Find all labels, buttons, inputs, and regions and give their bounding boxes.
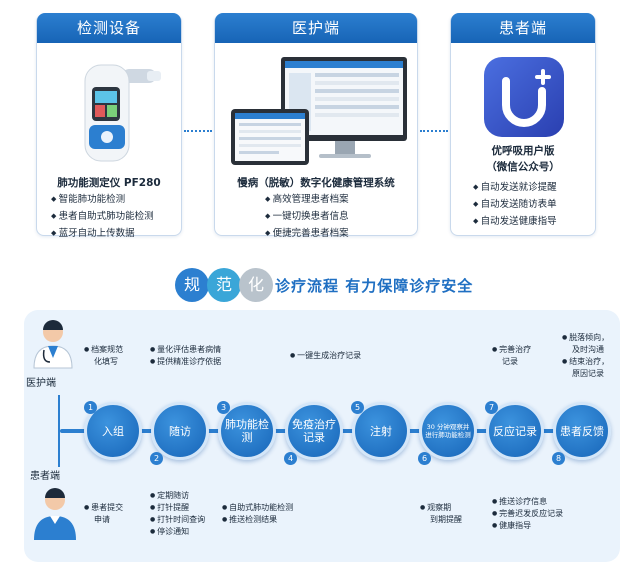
staff-note-line: 原因记录 — [572, 369, 604, 378]
staff-note-line: 量化评估患者病情 — [150, 344, 221, 356]
device-title: 肺功能测定仪 PF280 — [57, 177, 161, 189]
banner-char: 化 — [239, 268, 273, 302]
patient-note: 自助式肺功能检测 推送检测结果 — [222, 502, 293, 526]
step-number: 1 — [84, 401, 97, 414]
app-logo-icon — [484, 57, 564, 137]
staff-note-line: 结束治疗， — [562, 356, 609, 368]
patient-note-line: 推送检测结果 — [222, 514, 293, 526]
patient-note-line: 定期随访 — [150, 490, 205, 502]
step-node-immuno-record: 免疫治疗记录 — [285, 402, 343, 460]
device-bullet: 患者自助式肺功能检测 — [51, 208, 154, 225]
patient-note: 推送诊疗信息 完善迟发反应记录 健康指导 — [492, 496, 563, 532]
patient-bullet: 自动发送随访表单 — [473, 196, 557, 213]
patient-card: 患者端 优呼吸用户版 （微信公众号） 自动发送就诊提醒 自动发送随访表单 自动发… — [450, 13, 596, 236]
patient-note-line: 打针提醒 — [150, 502, 205, 514]
timeline-branch — [58, 395, 60, 467]
step-number: 6 — [418, 452, 431, 465]
connector-dots — [184, 130, 212, 132]
staff-role-label: 医护端 — [26, 378, 56, 389]
device-card: 检测设备 肺功能测定仪 PF280 智能肺功能检测 患者自助式肺功能检测 蓝牙自… — [36, 13, 182, 239]
patient-note-line: 完善迟发反应记录 — [492, 508, 563, 520]
patient-bullet: 自动发送就诊提醒 — [473, 179, 557, 196]
staff-bullet: 一键切换患者信息 — [265, 208, 349, 225]
step-number: 2 — [150, 452, 163, 465]
step-node-patient-feedback: 患者反馈 — [553, 402, 611, 460]
patient-note-line: 患者提交 — [84, 502, 123, 514]
banner-text: 诊疗流程 有力保障诊疗安全 — [275, 277, 474, 295]
step-number: 5 — [351, 401, 364, 414]
spirometer-image — [84, 64, 161, 162]
step-number: 3 — [217, 401, 230, 414]
device-card-header: 检测设备 — [37, 13, 181, 43]
staff-note-line: 及时沟通 — [572, 345, 604, 354]
staff-bullet: 便捷完善患者档案 — [265, 225, 349, 242]
device-bullet: 智能肺功能检测 — [51, 191, 154, 208]
patient-bullets: 自动发送就诊提醒 自动发送随访表单 自动发送健康指导 — [473, 179, 557, 230]
patient-title: 优呼吸用户版 — [491, 145, 555, 157]
step-node-observation: 30 分钟观察并进行肺功能检测 — [419, 402, 477, 460]
staff-note-line: 档案规范 — [84, 344, 123, 356]
patient-card-header: 患者端 — [451, 13, 595, 43]
connector-dots — [420, 130, 448, 132]
step-number: 4 — [284, 452, 297, 465]
patient-avatar-icon — [34, 488, 76, 540]
staff-note: 脱落倾向， 及时沟通 结束治疗， 原因记录 — [562, 332, 609, 380]
staff-note: 一键生成治疗记录 — [290, 350, 361, 362]
patient-note: 患者提交 申请 — [84, 502, 123, 526]
doctor-avatar-icon — [33, 320, 73, 369]
staff-note-line: 一键生成治疗记录 — [290, 350, 361, 362]
patient-role-label: 患者端 — [30, 471, 60, 482]
patient-note-line: 申请 — [94, 515, 110, 524]
step-node-followup: 随访 — [151, 402, 209, 460]
staff-note-line: 脱落倾向， — [562, 332, 609, 344]
staff-title: 慢病（脱敏）数字化健康管理系统 — [237, 177, 395, 189]
banner-char: 规 — [175, 268, 209, 302]
staff-note-line: 记录 — [502, 357, 518, 366]
step-node-injection: 注射 — [352, 402, 410, 460]
staff-bullet: 高效管理患者档案 — [265, 191, 349, 208]
patient-note-line: 观察期 — [420, 502, 462, 514]
banner-char: 范 — [207, 268, 241, 302]
patient-note-line: 打针时间查询 — [150, 514, 205, 526]
patient-note-line: 到期提醒 — [430, 515, 462, 524]
staff-card-header: 医护端 — [215, 13, 417, 43]
patient-bullet: 自动发送健康指导 — [473, 213, 557, 230]
patient-note-line: 自助式肺功能检测 — [222, 502, 293, 514]
device-bullet: 蓝牙自动上传数据 — [51, 225, 154, 242]
staff-note: 量化评估患者病情 提供精准诊疗依据 — [150, 344, 221, 368]
staff-note-line: 完善治疗 — [492, 344, 531, 356]
staff-card: 医护端 慢病（脱敏）数字化健康管理系统 高效管理患者档案 一键切换患者信息 便捷… — [214, 13, 418, 239]
staff-note: 档案规范 化填写 — [84, 344, 123, 368]
step-number: 7 — [485, 401, 498, 414]
device-bullets: 智能肺功能检测 患者自助式肺功能检测 蓝牙自动上传数据 — [51, 191, 154, 242]
patient-subtitle: （微信公众号） — [486, 161, 560, 173]
monitor-image — [231, 57, 407, 165]
staff-note-line: 提供精准诊疗依据 — [150, 356, 221, 368]
patient-note: 定期随访 打针提醒 打针时间查询 停诊通知 — [150, 490, 205, 538]
staff-bullets: 高效管理患者档案 一键切换患者信息 便捷完善患者档案 — [265, 191, 349, 242]
patient-note-line: 推送诊疗信息 — [492, 496, 563, 508]
patient-note-line: 停诊通知 — [150, 526, 205, 538]
staff-note-line: 化填写 — [94, 357, 118, 366]
staff-note: 完善治疗 记录 — [492, 344, 531, 368]
step-number: 8 — [552, 452, 565, 465]
patient-note-line: 健康指导 — [492, 520, 563, 532]
patient-note: 观察期 到期提醒 — [420, 502, 462, 526]
